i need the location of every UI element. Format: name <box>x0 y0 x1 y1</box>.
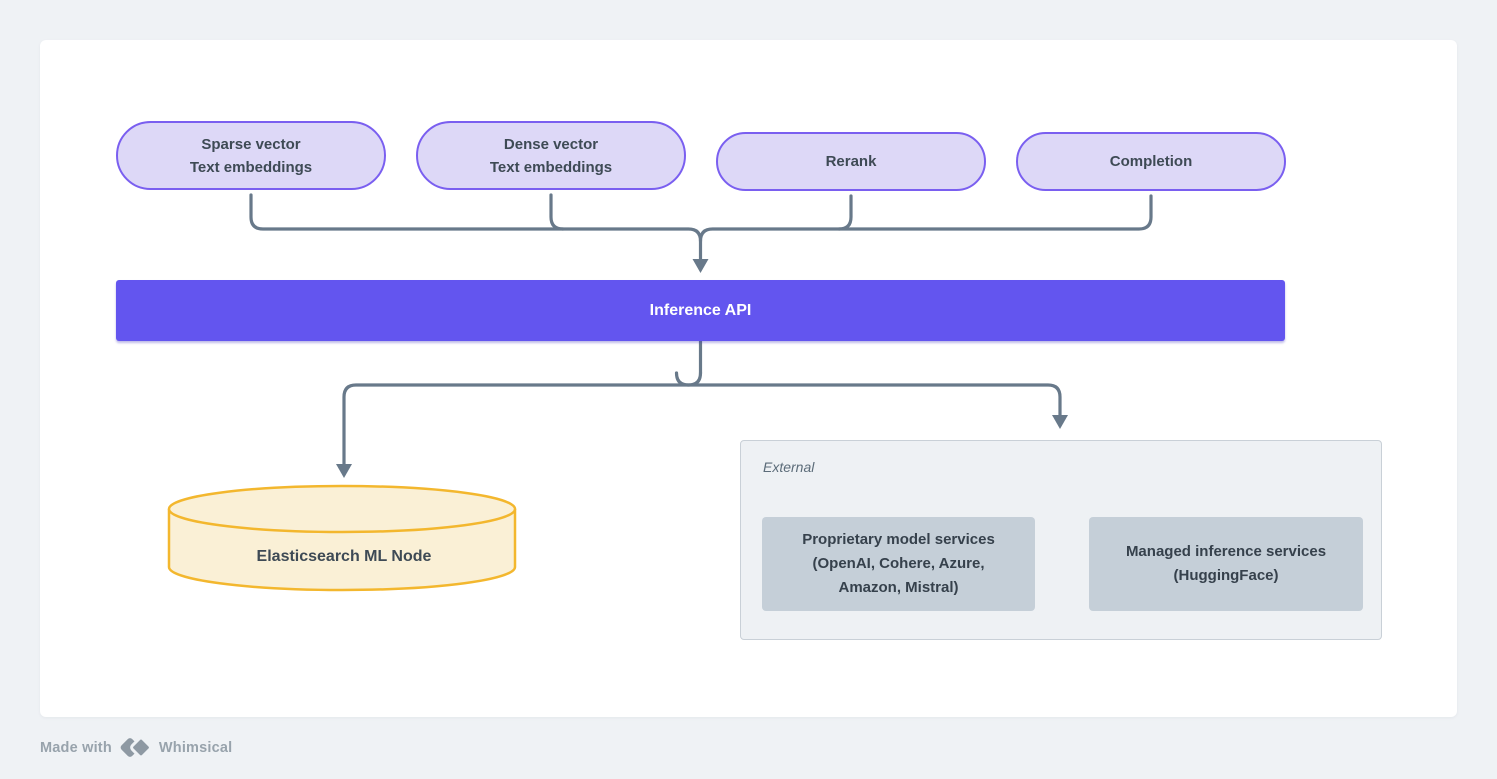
node-label-line: Amazon, Mistral) <box>838 579 959 596</box>
node-proprietary-model-services: Proprietary model services (OpenAI, Cohe… <box>762 517 1035 611</box>
node-rerank: Rerank <box>716 132 986 191</box>
node-completion: Completion <box>1016 132 1286 191</box>
node-dense-vector: Dense vector Text embeddings <box>416 121 686 190</box>
connector-right-branch <box>674 371 1062 418</box>
node-managed-inference-services: Managed inference services (HuggingFace) <box>1089 517 1363 611</box>
node-label-line: Proprietary model services <box>802 531 995 548</box>
elasticsearch-node-label: Elasticsearch ML Node <box>256 548 432 565</box>
node-label-line: Text embeddings <box>189 158 313 176</box>
connector-pill4 <box>698 194 1153 243</box>
node-label-line: (OpenAI, Cohere, Azure, <box>812 555 985 572</box>
node-label-line: Rerank <box>825 153 877 170</box>
inference-api-label: Inference API <box>649 301 752 319</box>
connector-pill3 <box>837 194 853 231</box>
diagram-canvas: Sparse vector Text embeddings Dense vect… <box>40 40 1457 717</box>
connector-left-branch <box>342 371 703 467</box>
connector-pill1 <box>249 193 703 262</box>
arrowhead-to-elasticsearch <box>336 464 352 478</box>
node-label-line: Managed inference services <box>1125 543 1327 560</box>
node-label-line: (HuggingFace) <box>1173 567 1279 584</box>
node-label-line: Text embeddings <box>489 158 613 176</box>
node-label-line: Completion <box>1109 153 1193 170</box>
node-label-line: Dense vector <box>503 135 599 153</box>
cylinder-shape <box>167 484 517 592</box>
whimsical-brand-label: Whimsical <box>158 739 233 756</box>
connector-pill2 <box>549 193 565 231</box>
node-inference-api: Inference API <box>116 280 1285 341</box>
node-label-line: Sparse vector <box>201 135 301 153</box>
arrowhead-to-external <box>1052 415 1068 429</box>
made-with-label: Made with <box>40 739 112 756</box>
arrowhead-to-inference <box>692 259 709 273</box>
node-sparse-vector: Sparse vector Text embeddings <box>116 121 386 190</box>
external-group-label: External <box>763 459 815 475</box>
external-group: External Proprietary model services (Ope… <box>740 440 1382 640</box>
whimsical-logo-icon <box>120 736 152 759</box>
made-with-whimsical-badge[interactable]: Made with Whimsical <box>40 734 232 761</box>
